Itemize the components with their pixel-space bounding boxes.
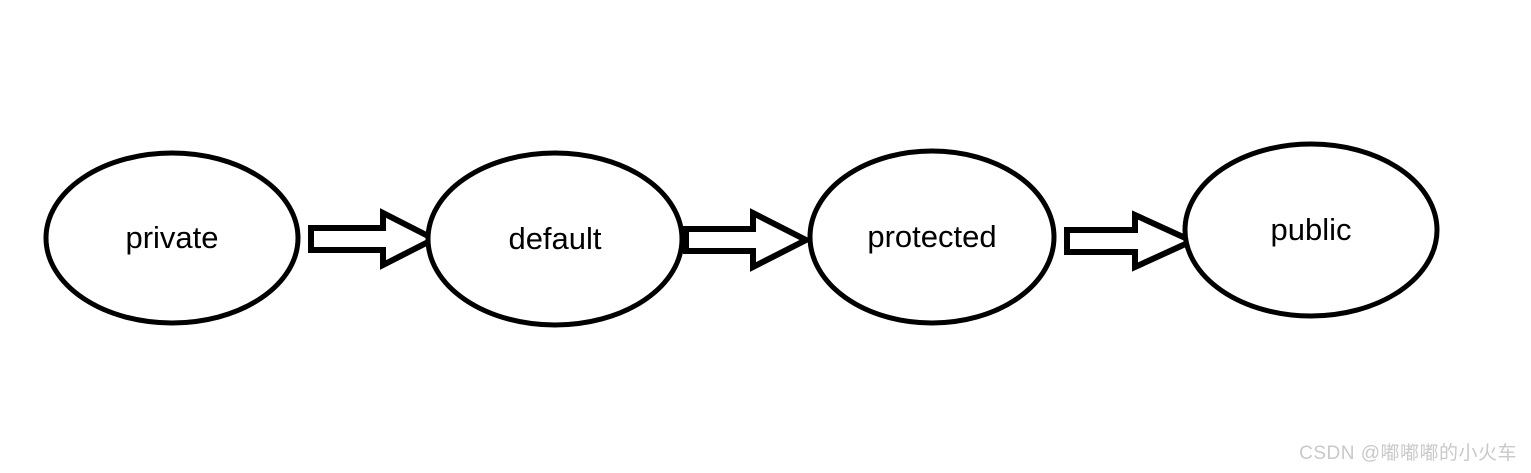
node-default-ellipse [425, 150, 685, 328]
node-public-label: public [1271, 212, 1352, 247]
node-private-ellipse [43, 150, 301, 326]
csdn-watermark: CSDN @嘟嘟嘟的小火车 [1299, 443, 1517, 464]
arrow-private-to-default [308, 208, 441, 270]
node-default-label: default [508, 221, 601, 256]
node-private[interactable]: private [43, 150, 301, 326]
node-protected-label: protected [867, 219, 996, 254]
node-public-ellipse [1182, 141, 1440, 319]
node-default[interactable]: default [425, 150, 685, 328]
node-public[interactable]: public [1182, 141, 1440, 319]
arrow-default-to-protected [683, 208, 813, 272]
arrow-protected-to-public [1064, 210, 1200, 272]
node-protected-ellipse [807, 148, 1057, 326]
node-protected[interactable]: protected [807, 148, 1057, 326]
node-private-label: private [125, 220, 218, 255]
